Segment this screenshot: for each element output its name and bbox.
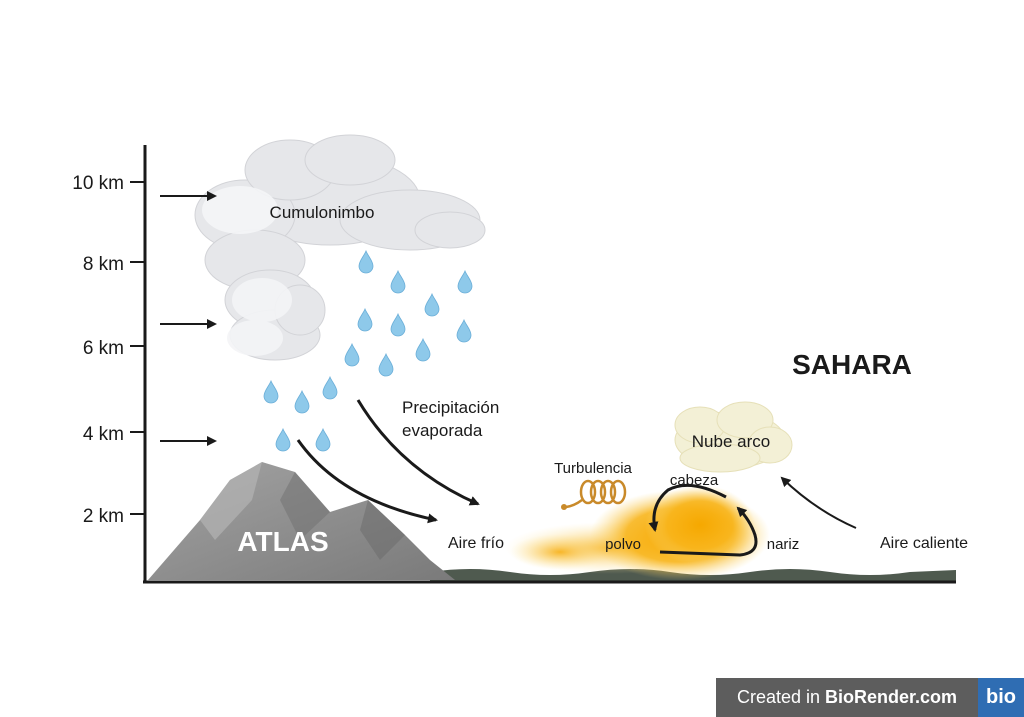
- atlas-mountain: [148, 462, 455, 580]
- arc-cloud-label: Nube arco: [692, 432, 770, 451]
- raindrop-icon: [390, 269, 406, 294]
- dust-label: polvo: [605, 536, 641, 553]
- dust-cloud: [505, 485, 770, 580]
- turbulence-label: Turbulencia: [554, 460, 632, 477]
- raindrop-icon: [357, 307, 373, 332]
- head-arrow: [648, 483, 727, 532]
- wind-arrows: [160, 191, 217, 446]
- nose-arrow: [659, 506, 758, 557]
- cumulonimbus-label: Cumulonimbo: [270, 203, 375, 222]
- tick-label-6km: 6 km: [83, 338, 124, 359]
- raindrop-icon: [415, 337, 431, 362]
- raindrop-icon: [424, 292, 440, 317]
- cold-air-label: Aire frío: [448, 535, 504, 552]
- turbulence-icon: [565, 479, 627, 509]
- raindrop-icon: [315, 427, 331, 452]
- hot-air-label: Aire caliente: [880, 535, 968, 552]
- raindrops: [263, 249, 473, 452]
- head-label: cabeza: [670, 472, 719, 489]
- hot-air-arrow: [780, 476, 857, 529]
- raindrop-icon: [275, 427, 291, 452]
- sahara-label: SAHARA: [792, 349, 912, 380]
- tick-label-2km: 2 km: [83, 506, 124, 527]
- cold-air-arrow: [296, 439, 438, 524]
- biorender-badge[interactable]: Created in BioRender.com bio: [716, 678, 1024, 717]
- raindrop-icon: [322, 375, 338, 400]
- arc-cloud: [674, 401, 793, 473]
- raindrop-icon: [456, 318, 472, 343]
- raindrop-icon: [457, 269, 473, 294]
- raindrop-icon: [294, 389, 310, 414]
- nose-label: nariz: [767, 536, 800, 553]
- raindrop-icon: [344, 342, 360, 367]
- biorender-logo: bio: [978, 678, 1024, 717]
- precipitation-arrow: [356, 399, 480, 506]
- tick-label-4km: 4 km: [83, 424, 124, 445]
- tick-label-10km: 10 km: [72, 173, 124, 194]
- raindrop-icon: [378, 352, 394, 377]
- raindrop-icon: [390, 312, 406, 337]
- precipitation-label-line1: Precipitación: [402, 398, 499, 417]
- badge-brand: BioRender.com: [825, 687, 958, 707]
- badge-text: Created in BioRender.com: [716, 678, 978, 717]
- raindrop-icon: [263, 379, 279, 404]
- tick-label-8km: 8 km: [83, 254, 124, 275]
- badge-prefix: Created in: [736, 687, 821, 707]
- precipitation-label-line2: evaporada: [402, 421, 483, 440]
- y-axis-ticks: [130, 181, 145, 515]
- raindrop-icon: [358, 249, 374, 274]
- atlas-label: ATLAS: [237, 526, 328, 557]
